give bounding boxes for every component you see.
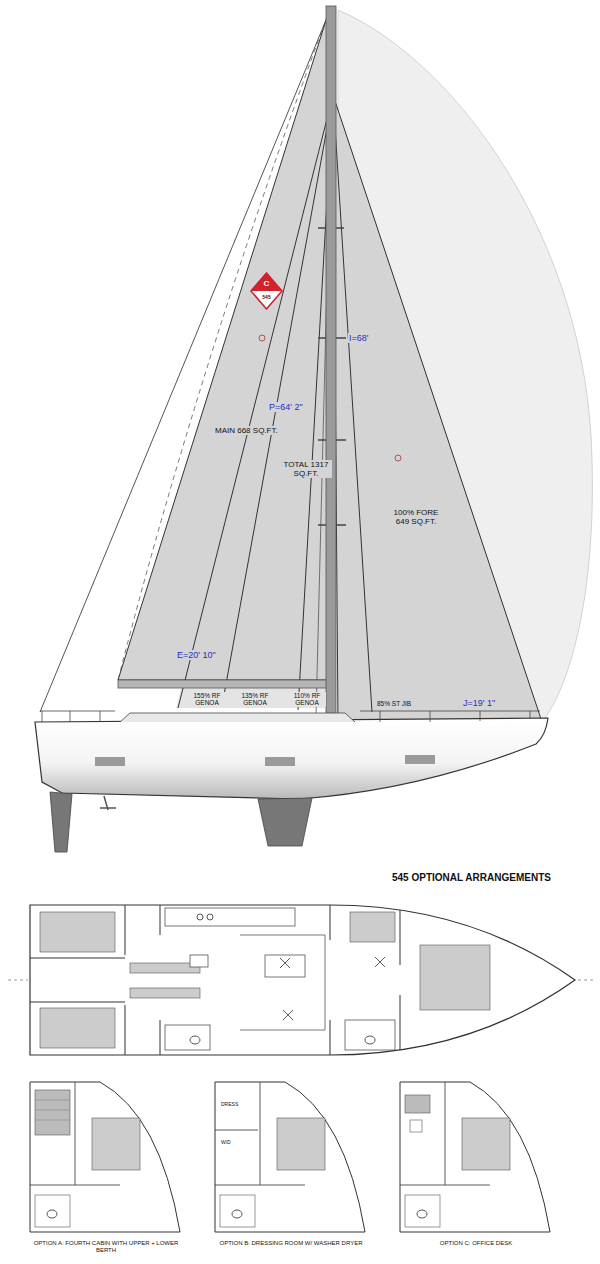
fore-sail <box>333 95 542 722</box>
genoa-line <box>222 95 333 706</box>
hull-window <box>405 755 435 764</box>
room-label: DRESS <box>220 1102 239 1108</box>
toilet <box>365 1036 375 1044</box>
head <box>405 1195 440 1227</box>
dimension-label: E=20' 10" <box>176 650 217 660</box>
main-roach <box>118 14 328 680</box>
logo-letter: C <box>250 280 283 288</box>
logo-number: 545 <box>250 295 283 300</box>
jib-line <box>333 95 372 712</box>
backstay <box>40 8 331 712</box>
option-caption: OPTION A: FOURTH CABIN WITH UPPER + LOWE… <box>25 1240 187 1254</box>
hull <box>35 718 548 799</box>
head <box>220 1195 255 1227</box>
hull-window <box>265 757 295 766</box>
desk-chair <box>410 1120 422 1132</box>
diamond-shape <box>250 272 283 310</box>
bunk <box>35 1090 70 1135</box>
head <box>165 1025 210 1050</box>
dimension-label: J=19' 1" <box>462 698 496 708</box>
galley <box>165 908 295 926</box>
area-label: 100% FORE 649 SQ.FT. <box>388 508 444 526</box>
section-title: 545 OPTIONAL ARRANGEMENTS <box>392 872 551 884</box>
settee <box>240 935 325 1030</box>
toilet <box>47 1210 57 1218</box>
hull-window <box>95 757 125 766</box>
centerline <box>578 980 596 981</box>
dimension-label: I=68' <box>348 333 370 343</box>
office-desk <box>405 1095 430 1113</box>
saloon-table <box>265 955 305 977</box>
boom <box>118 680 330 688</box>
sail-label: 155% RF GENOA <box>188 692 226 707</box>
stove-burner <box>197 914 203 920</box>
option-plan <box>215 1082 365 1232</box>
sail-label: 110% RF GENOA <box>288 692 326 707</box>
stove-burner <box>207 914 213 920</box>
berth <box>92 1118 140 1170</box>
berth <box>130 988 200 998</box>
diamond-outline <box>251 273 282 309</box>
area-label: TOTAL 1317 SQ.FT. <box>280 460 332 478</box>
toilet <box>190 1036 200 1044</box>
berth <box>40 912 115 952</box>
sail-label: 135% RF GENOA <box>236 692 274 707</box>
berth <box>462 1118 510 1170</box>
option-caption: OPTION C: OFFICE DESK <box>395 1240 557 1247</box>
berth <box>350 912 395 942</box>
centerline <box>8 980 28 981</box>
genoa-line <box>178 95 333 708</box>
berth <box>130 963 200 973</box>
cabin-house <box>120 713 355 722</box>
head <box>345 1020 395 1050</box>
rudder <box>50 792 72 852</box>
berth <box>277 1118 325 1170</box>
diamond-top <box>251 273 282 291</box>
mast <box>326 6 336 722</box>
head <box>35 1195 70 1227</box>
lifelines <box>40 711 540 722</box>
keel <box>258 798 312 846</box>
dimension-label: P=64' 2" <box>268 402 304 412</box>
option-caption: OPTION B: DRESSING ROOM W/ WASHER DRYER <box>210 1240 372 1247</box>
sail-mark <box>395 455 401 461</box>
sail-mark <box>259 335 265 341</box>
hatch-mark <box>280 957 385 1020</box>
hull-plan <box>30 905 575 1055</box>
bulkheads <box>30 905 400 1055</box>
bunk-hatch <box>35 1100 70 1120</box>
berth <box>420 945 490 1010</box>
logo-diamond: C 545 <box>250 272 283 310</box>
area-label: MAIN 668 SQ.FT. <box>214 426 279 435</box>
sink <box>190 955 208 967</box>
toilet <box>232 1210 242 1218</box>
sail-label: 85% ST JIB <box>376 700 412 707</box>
room-label: W/D <box>220 1140 232 1146</box>
berth <box>40 1008 115 1048</box>
option-plan <box>400 1082 550 1232</box>
propeller <box>100 796 116 810</box>
option-plan <box>30 1082 180 1232</box>
toilet <box>417 1210 427 1218</box>
main-sail <box>118 14 328 680</box>
